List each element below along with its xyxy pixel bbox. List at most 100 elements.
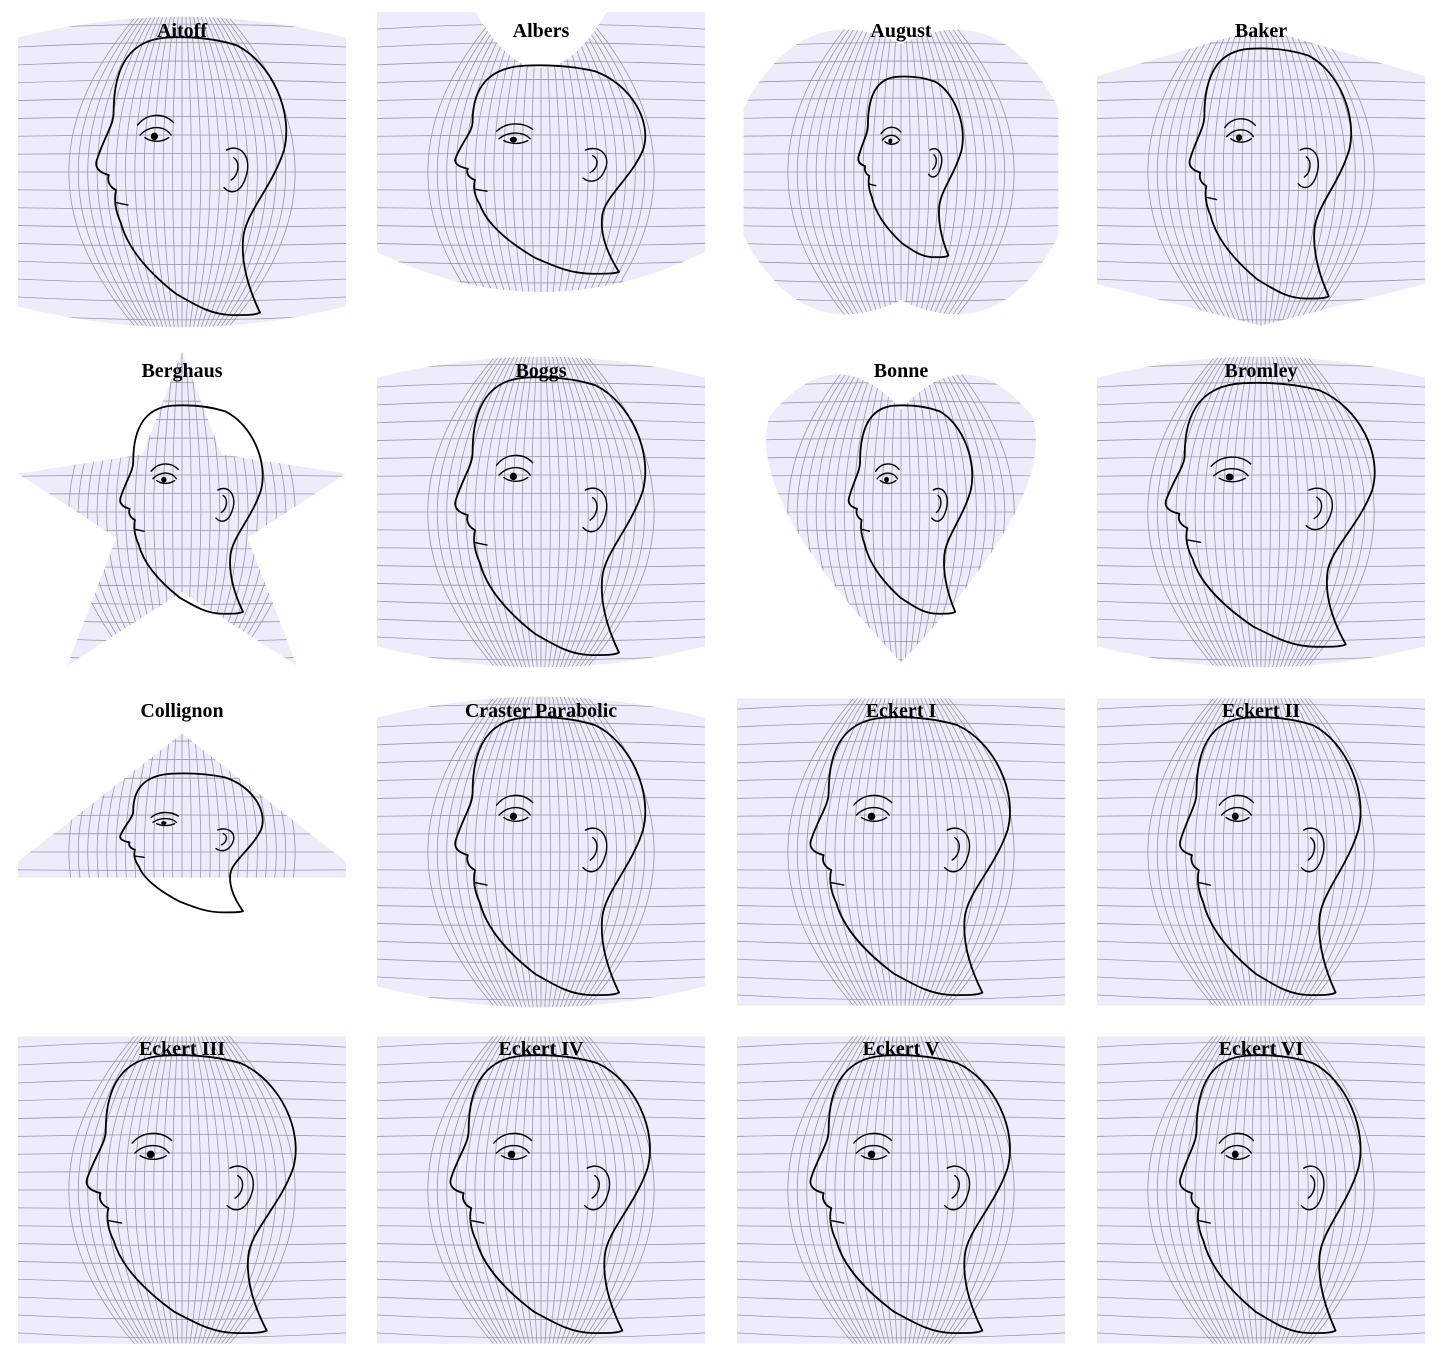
head-outline xyxy=(1180,717,1361,995)
projection-title: Boggs xyxy=(515,360,567,382)
eye-icon xyxy=(497,124,533,143)
projection-title: Eckert III xyxy=(138,1038,226,1060)
graticule xyxy=(737,1036,1065,1344)
projection-title: Eckert VI xyxy=(1218,1038,1304,1060)
head-outline xyxy=(120,773,263,912)
head-outline xyxy=(450,1055,650,1333)
graticule xyxy=(377,1036,705,1344)
eye-icon xyxy=(132,1133,172,1159)
head-outline xyxy=(810,717,1010,995)
projection-panel: Craster Parabolic xyxy=(377,692,705,1012)
head-outline xyxy=(455,717,645,995)
eye-icon xyxy=(881,127,901,144)
projection-map xyxy=(766,374,1036,663)
ear-icon xyxy=(216,489,234,522)
projection-map xyxy=(1097,356,1425,668)
ear-icon xyxy=(1298,148,1318,187)
projection-panel: Eckert III xyxy=(18,1030,346,1350)
graticule xyxy=(377,696,705,1008)
graticule xyxy=(18,352,346,666)
graticule xyxy=(737,698,1065,1006)
projection-map xyxy=(737,698,1065,1006)
eye-icon xyxy=(138,115,174,141)
ear-icon xyxy=(945,828,970,872)
ear-icon xyxy=(227,1166,253,1210)
projection-map xyxy=(18,352,346,666)
projection-title: Eckert IV xyxy=(498,1038,584,1060)
head-outline xyxy=(96,37,286,315)
projection-title: Berghaus xyxy=(141,360,223,382)
projection-title: Collignon xyxy=(140,700,224,722)
eye-icon xyxy=(151,812,178,825)
projection-map xyxy=(377,356,705,668)
ear-icon xyxy=(945,1166,970,1210)
graticule xyxy=(1097,356,1425,668)
eye-icon xyxy=(854,795,892,821)
graticule xyxy=(743,29,1059,315)
projection-title: Eckert II xyxy=(1221,700,1301,722)
head-outline xyxy=(455,377,645,655)
eye-icon xyxy=(497,795,533,821)
projection-title: Albers xyxy=(512,20,570,42)
projection-panel: Eckert II xyxy=(1097,692,1425,1012)
eye-icon xyxy=(497,455,533,481)
projection-panel: Baker xyxy=(1097,12,1425,332)
projection-map xyxy=(18,16,346,328)
eye-icon xyxy=(1211,457,1251,482)
projection-map xyxy=(377,696,705,1008)
projection-panel: Bonne xyxy=(737,352,1065,672)
head-outline xyxy=(849,405,973,613)
ear-icon xyxy=(1301,1166,1324,1210)
graticule xyxy=(1097,698,1425,1006)
projection-title: Aitoff xyxy=(157,20,207,42)
projection-map xyxy=(737,1036,1065,1344)
eye-icon xyxy=(151,464,178,483)
ear-icon xyxy=(583,149,607,182)
ear-icon xyxy=(583,828,607,872)
eye-icon xyxy=(1225,119,1256,142)
projection-panel: Boggs xyxy=(377,352,705,672)
projection-map xyxy=(18,733,346,1012)
projection-panel: Berghaus xyxy=(18,352,346,672)
projection-title: August xyxy=(870,20,932,42)
projection-map xyxy=(18,1036,346,1344)
ear-icon xyxy=(1301,828,1324,872)
ear-icon xyxy=(1306,488,1332,529)
projection-panel: August xyxy=(737,12,1065,332)
head-outline xyxy=(1180,1055,1361,1333)
projection-title: Bromley xyxy=(1224,360,1298,382)
eye-icon xyxy=(1219,1133,1253,1159)
graticule xyxy=(18,16,346,328)
ear-icon xyxy=(216,829,234,851)
eye-icon xyxy=(1219,795,1253,821)
graticule xyxy=(1097,1036,1425,1344)
projection-panel: Eckert I xyxy=(737,692,1065,1012)
ear-icon xyxy=(224,148,248,192)
projection-map xyxy=(377,1036,705,1344)
projection-panel: Collignon xyxy=(18,692,346,1012)
eye-icon xyxy=(854,1133,892,1159)
ear-icon xyxy=(929,149,942,177)
head-outline xyxy=(455,65,645,273)
projection-title: Bonne xyxy=(873,360,929,382)
projection-panel: Eckert V xyxy=(737,1030,1065,1350)
projection-map xyxy=(743,29,1059,315)
projection-title: Baker xyxy=(1234,20,1288,42)
projection-title: Eckert V xyxy=(862,1038,940,1060)
eye-icon xyxy=(876,464,899,483)
projection-map xyxy=(377,12,705,292)
projection-map xyxy=(1097,28,1425,326)
ear-icon xyxy=(585,1166,610,1210)
head-outline xyxy=(858,77,963,258)
projection-panel: Eckert IV xyxy=(377,1030,705,1350)
head-outline xyxy=(810,1055,1010,1333)
head-outline xyxy=(1166,383,1375,647)
graticule xyxy=(766,374,1036,663)
ear-icon xyxy=(932,489,947,522)
head-outline xyxy=(120,405,263,613)
projection-title: Eckert I xyxy=(865,700,937,722)
projection-panel: Aitoff xyxy=(18,12,346,332)
eye-icon xyxy=(494,1133,532,1159)
projection-map xyxy=(1097,698,1425,1006)
projection-title: Craster Parabolic xyxy=(464,700,618,722)
